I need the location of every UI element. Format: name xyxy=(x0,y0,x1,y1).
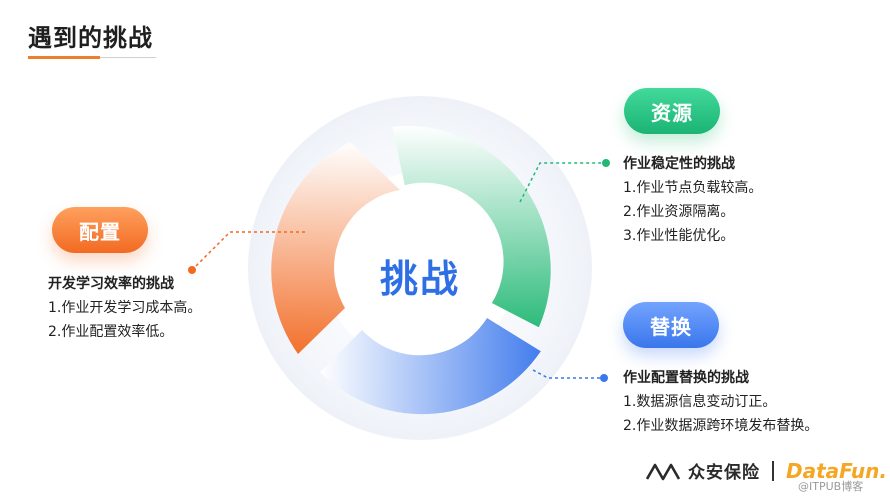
title-accent-bar xyxy=(28,56,100,59)
config-item: 2.作业配置效率低。 xyxy=(48,324,174,340)
resource-segment xyxy=(392,125,551,328)
resource-item: 3.作业性能优化。 xyxy=(623,228,735,244)
resource-item: 2.作业资源隔离。 xyxy=(623,204,735,220)
replace-segment xyxy=(320,318,541,415)
replace-item: 2.作业数据源跨环境发布替换。 xyxy=(623,418,819,434)
config-tag: 配置 xyxy=(52,207,148,253)
config-item: 1.作业开发学习成本高。 xyxy=(48,300,202,316)
config-segment xyxy=(271,142,400,354)
datafun-logo: DataFun. xyxy=(786,458,887,483)
resource-item: 1.作业节点负载较高。 xyxy=(623,180,763,196)
replace-connector xyxy=(532,369,604,379)
footer-logos: 众安保险 DataFun. xyxy=(646,458,887,483)
footer-divider xyxy=(772,460,774,481)
resource-info: 作业稳定性的挑战 1.作业节点负载较高。 2.作业资源隔离。 3.作业性能优化。 xyxy=(623,152,762,248)
resource-tag: 资源 xyxy=(624,88,720,134)
config-heading: 开发学习效率的挑战 xyxy=(48,276,174,292)
inner-disc xyxy=(324,172,516,364)
replace-heading: 作业配置替换的挑战 xyxy=(623,370,749,386)
replace-tag: 替换 xyxy=(623,302,719,348)
config-info: 开发学习效率的挑战 1.作业开发学习成本高。 2.作业配置效率低。 xyxy=(48,272,201,344)
config-dot xyxy=(188,266,196,274)
resource-dot xyxy=(602,159,610,167)
center-label: 挑战 xyxy=(379,257,460,301)
page-title: 遇到的挑战 xyxy=(28,24,153,52)
zhongan-logo-icon xyxy=(646,463,680,480)
resource-heading: 作业稳定性的挑战 xyxy=(623,156,735,172)
replace-info: 作业配置替换的挑战 1.数据源信息变动订正。 2.作业数据源跨环境发布替换。 xyxy=(623,366,818,438)
zhongan-brand: 众安保险 xyxy=(688,463,760,483)
resource-connector xyxy=(519,162,606,203)
replace-item: 1.数据源信息变动订正。 xyxy=(623,394,777,410)
config-connector xyxy=(191,231,305,271)
watermark: @ITPUB博客 xyxy=(798,480,864,493)
replace-dot xyxy=(600,374,608,382)
